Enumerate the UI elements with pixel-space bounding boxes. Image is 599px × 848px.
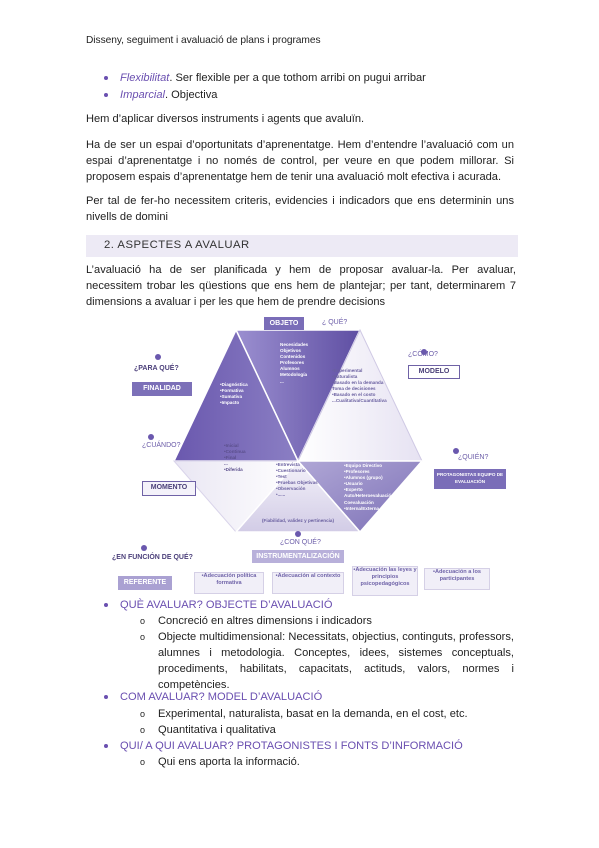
bullet-dot: [104, 603, 108, 607]
protagonistas-items: •Equipo Directivo•Profesores•Alumnos (gr…: [344, 463, 395, 511]
bullet-text: . Ser flexible per a que tothom arribi o…: [169, 72, 426, 84]
section-heading: 2. ASPECTES A AVALUAR: [86, 235, 518, 257]
protagonistas-label: PROTAGONISTAS EQUIPO DE EVALUACIÓN: [434, 469, 506, 489]
paragraph: Per tal de fer-ho necessitem criteris, e…: [86, 195, 514, 224]
referente-item: •Adecuación a los participantes: [424, 568, 490, 590]
bullet-title: QUI/ A QUI AVALUAR? PROTAGONISTES I FONT…: [120, 740, 463, 752]
list-item: Flexibilitat. Ser flexible per a que tot…: [102, 70, 426, 86]
bullet-term: Imparcial: [120, 89, 166, 101]
momento-label: MOMENTO: [142, 481, 196, 496]
instrumentos-note: (Fiabilidad, validez y pertinencia): [262, 518, 334, 523]
instrumentalizacion-label: INSTRUMENTALIZACIÓN: [252, 550, 344, 563]
referente-question: ¿EN FUNCIÓN DE QUÉ?: [112, 554, 193, 561]
modelo-label: MODELO: [408, 365, 460, 379]
referente-label: REFERENTE: [118, 576, 172, 590]
section-title: 2. ASPECTES A AVALUAR: [104, 239, 250, 251]
sub-marker: o: [140, 725, 146, 735]
bullet-title: QUÈ AVALUAR? OBJECTE D’AVALUACIÓ: [120, 599, 333, 611]
sub-list-item: o Objecte multidimensional: Necessitats,…: [140, 629, 514, 693]
sub-text: Concreció en altres dimensions i indicad…: [158, 615, 372, 627]
finalidad-label: FINALIDAD: [132, 382, 192, 396]
paragraph: Ha de ser un espai d’oportunitats d’apre…: [86, 139, 514, 184]
bullet-term: Flexibilitat: [120, 72, 170, 84]
hexagon-graphic: [141, 328, 459, 551]
bullet-title: COM AVALUAR? MODEL D’AVALUACIÓ: [120, 691, 323, 703]
referente-item: •Adecuación política formativa: [194, 572, 264, 594]
sub-list-item: o Qui ens aporta la informació.: [140, 754, 514, 770]
modelo-items: •Experimental•Naturalista•Basado en la d…: [332, 368, 387, 404]
sub-marker: o: [140, 757, 146, 767]
instrumentos-items: •Entrevista•Cuestionario•Test•Pruebas Ob…: [276, 462, 318, 498]
sub-list-item: o Experimental, naturalista, basat en la…: [140, 706, 514, 722]
instrumentalizacion-question: ¿CON QUÉ?: [280, 539, 321, 546]
list-item: QUI/ A QUI AVALUAR? PROTAGONISTES I FONT…: [102, 738, 463, 754]
paragraph: Hem d’aplicar diversos instruments i age…: [86, 113, 365, 125]
objeto-question: ¿ QUÉ?: [322, 319, 348, 326]
list-item: QUÈ AVALUAR? OBJECTE D’AVALUACIÓ: [102, 597, 332, 613]
sub-marker: o: [140, 616, 146, 626]
list-item: COM AVALUAR? MODEL D’AVALUACIÓ: [102, 689, 322, 705]
page-header: Disseny, seguiment i avaluació de plans …: [86, 35, 321, 46]
momento-items: •Inicial•Continua•Final...•Diferida: [224, 443, 246, 473]
bullet-dot: [104, 76, 108, 80]
bullet-dot: [104, 93, 108, 97]
paragraph: L’avaluació ha de ser planificada y hem …: [86, 264, 516, 309]
bullet-dot: [104, 695, 108, 699]
bullet-text: . Objectiva: [165, 89, 218, 101]
finalidad-items: •Diagnóstica•Formativa•Sumativa•Impacto: [220, 382, 248, 406]
momento-question: ¿CUÁNDO?: [142, 442, 181, 449]
sub-text: Experimental, naturalista, basat en la d…: [158, 708, 468, 720]
sub-marker: o: [140, 709, 146, 719]
bullet-dot: [104, 744, 108, 748]
protagonistas-question: ¿QUIÉN?: [458, 454, 489, 461]
sub-text: Objecte multidimensional: Necessitats, o…: [158, 631, 514, 691]
finalidad-question: ¿PARA QUÉ?: [134, 365, 179, 372]
list-item: Imparcial. Objectiva: [102, 87, 217, 103]
sub-marker: o: [140, 632, 146, 642]
sub-text: Qui ens aporta la informació.: [158, 756, 300, 768]
sub-text: Quantitativa i qualitativa: [158, 724, 276, 736]
sub-list-item: o Quantitativa i qualitativa: [140, 722, 514, 738]
modelo-question: ¿CÓMO?: [408, 351, 438, 358]
referente-item: •Adecuación las leyes y principios psico…: [352, 566, 418, 596]
sub-list-item: o Concreció en altres dimensions i indic…: [140, 613, 514, 629]
referente-item: •Adecuación al contexto: [272, 572, 344, 594]
objeto-label: OBJETO: [264, 317, 304, 330]
